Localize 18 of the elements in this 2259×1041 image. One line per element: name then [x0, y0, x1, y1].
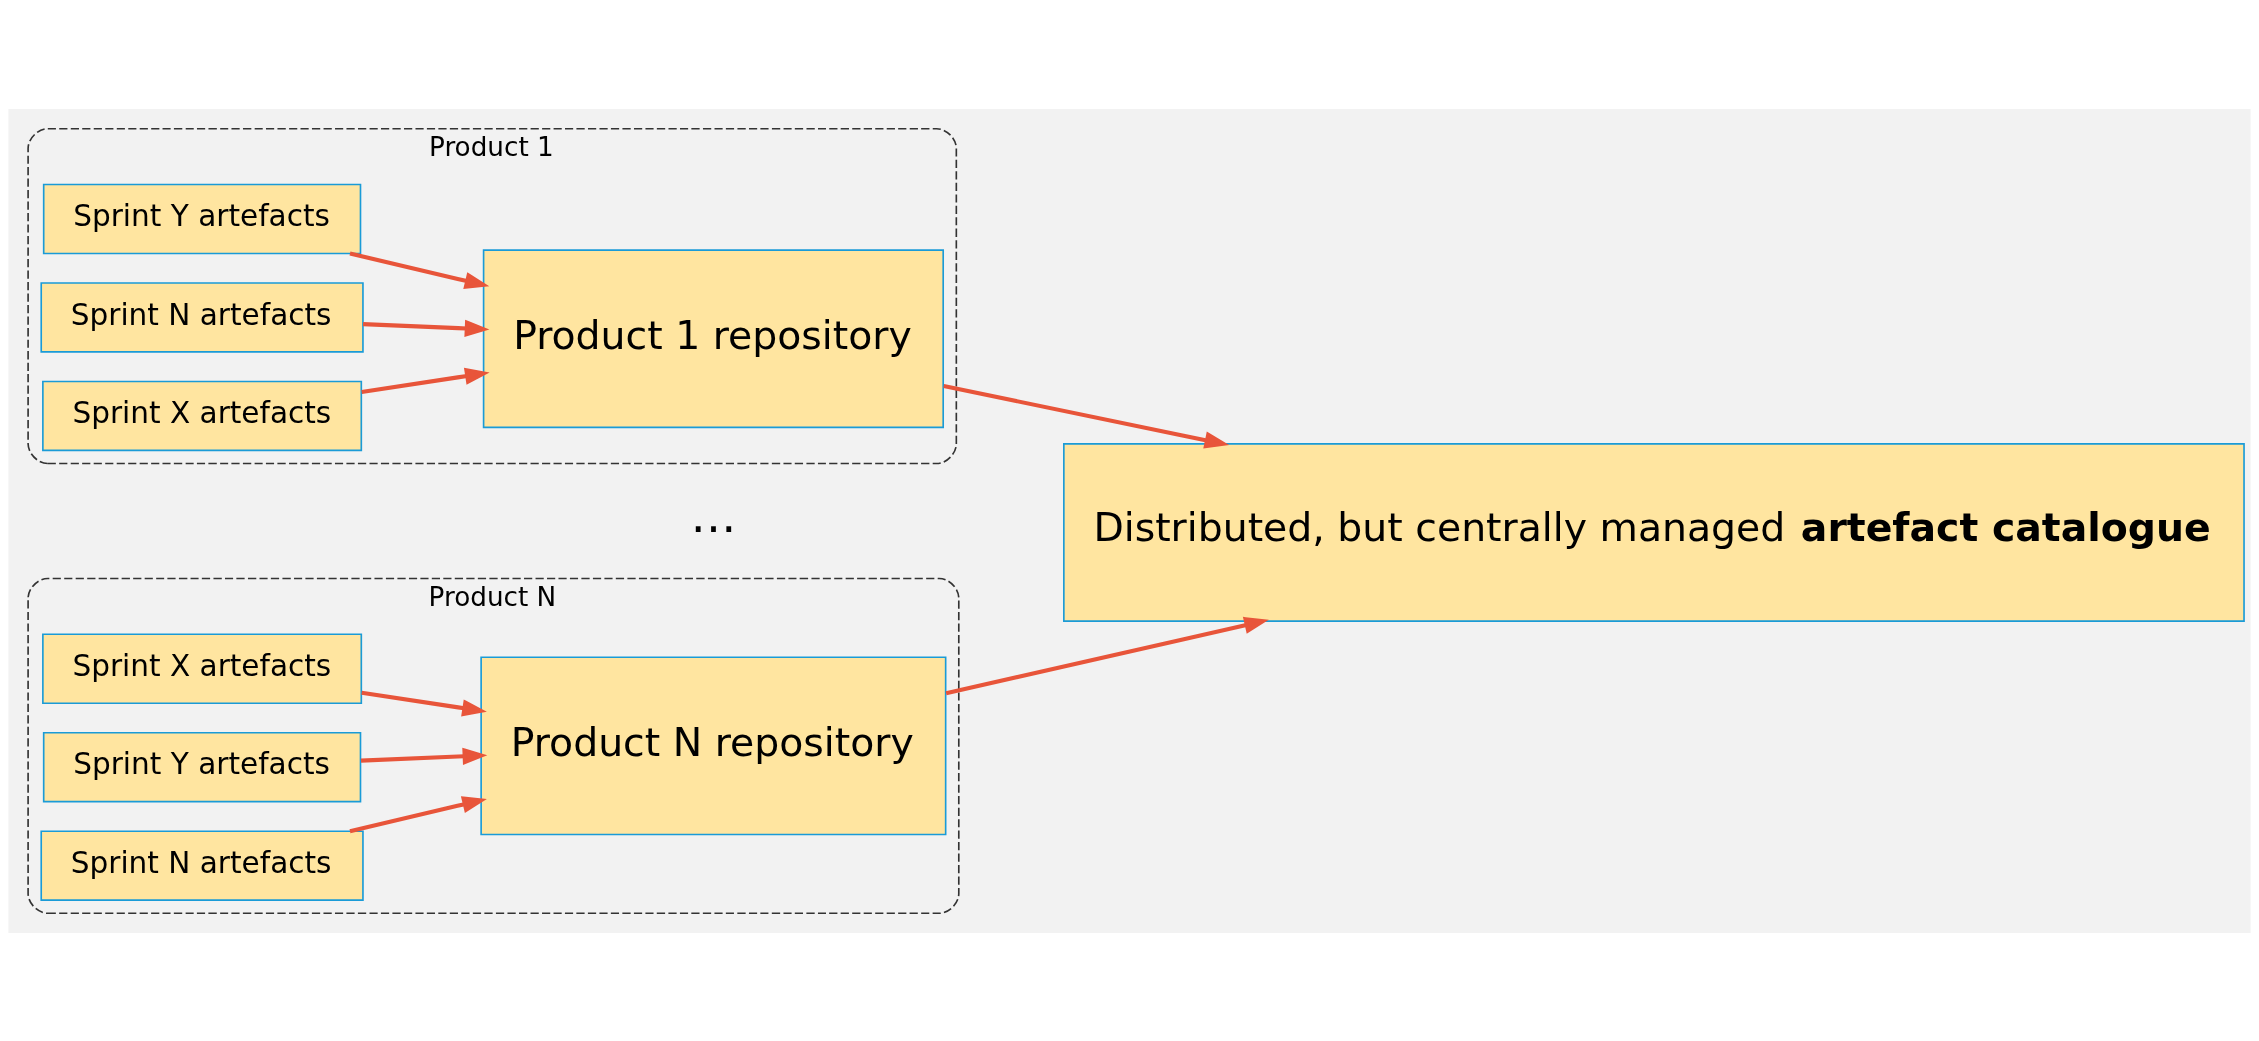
node-box: Sprint Y artefacts: [42, 731, 362, 802]
label: …: [690, 488, 737, 543]
node-box: Sprint Y artefacts: [42, 183, 362, 254]
arrow: [349, 795, 487, 833]
node-box: Sprint X artefacts: [42, 632, 363, 704]
node-box: Product 1 repository: [482, 248, 945, 428]
arrow: [360, 747, 488, 765]
arrow: [363, 319, 490, 337]
arrow: [361, 690, 487, 717]
node-box: Sprint X artefacts: [42, 380, 363, 451]
node-box: Sprint N artefacts: [40, 281, 364, 353]
node-box: Product N repository: [480, 655, 947, 835]
node-box: Distributed, but centrally managed artefact catalogue: [1063, 442, 2245, 622]
arrow: [361, 367, 490, 394]
arrow: [945, 616, 1269, 695]
node-box: Sprint N artefacts: [40, 829, 364, 901]
arrow: [943, 383, 1230, 448]
arrow: [349, 251, 490, 289]
